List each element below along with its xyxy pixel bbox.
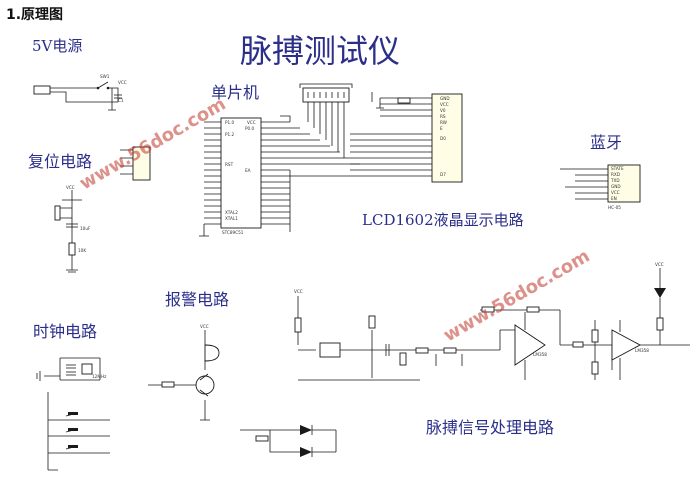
mcu-pin-l1: P1.0 (225, 120, 235, 125)
mcu-chip-name: STC89C51 (222, 230, 244, 235)
lcd-pin-v0: V0 (440, 108, 446, 113)
led-circuit (240, 425, 337, 457)
watermark-1: www.56doc.com (76, 94, 230, 195)
bt-pin-vcc: VCC (611, 190, 620, 195)
bt-pin-rxd: RXD (611, 172, 620, 177)
lcd-pin-d7: D7 (440, 172, 446, 177)
power-cap-label: C1 (118, 98, 124, 103)
power-switch-label: SW1 (100, 74, 110, 79)
alarm-vcc-label: VCC (200, 324, 209, 329)
section-bluetooth-label: 蓝牙 (590, 133, 622, 152)
signal-resistor-6 (572, 341, 584, 348)
clock-circuit: 12MHz (36, 357, 110, 471)
lcd-pin-gnd: GND (440, 96, 450, 101)
crystal-label: 12MHz (92, 374, 107, 379)
bt-pin-gnd: GND (611, 184, 621, 189)
power-circuit: SW1 VCC C1 (33, 74, 127, 111)
lcd-pin-rw: RW (440, 120, 447, 125)
lcd-pin-rs: RS (440, 114, 446, 119)
bt-pin-txd: TXD (610, 178, 620, 183)
bluetooth-module (607, 164, 641, 203)
sensor-vcc-label: VCC (294, 289, 303, 294)
signal-resistor-8 (591, 361, 599, 375)
bt-pin-en: EN (611, 196, 617, 201)
led-1 (300, 425, 312, 435)
alarm-circuit: VCC (148, 324, 220, 421)
photoelectric-sensor (319, 342, 341, 358)
feedback-resistor-1 (481, 306, 495, 313)
buzzer (204, 344, 220, 362)
bluetooth-circuit: STATE RXD TXD GND VCC EN HC-05 (560, 164, 641, 210)
mcu-pin-rst: RST (225, 162, 234, 167)
opamp-1 (514, 324, 546, 366)
opamp-2 (611, 329, 641, 361)
reset-cap-label: 10uF (80, 226, 91, 231)
mcu-pin-ea: EA (245, 168, 251, 173)
section-reset-label: 复位电路 (28, 152, 92, 171)
section-lcd-label: LCD1602液晶显示电路 (362, 211, 524, 229)
feedback-resistor-2 (526, 306, 540, 313)
section-alarm-label: 报警电路 (165, 290, 229, 309)
signal-circuit: LM358 LM358 VCC VCC (294, 262, 690, 381)
reset-circuit: VCC 10uF 10K (54, 185, 91, 273)
mcu-pin-vcc: VCC (247, 120, 256, 125)
usb-jack (33, 85, 51, 95)
signal-resistor-7 (591, 329, 599, 343)
signal-resistor-1 (294, 317, 302, 333)
mcu-pin-r2: P0.0 (245, 126, 255, 131)
mcu-pin-xtal1: XTAL1 (225, 216, 238, 221)
signal-resistor-2 (368, 315, 376, 329)
mcu-chip: P1.0 P1.2 RST XTAL2 XTAL1 VCC P0.0 EA ST… (199, 117, 360, 237)
led-2 (300, 447, 312, 457)
mcu-pin-xtal2: XTAL2 (225, 210, 238, 215)
signal-resistor-3 (399, 352, 407, 366)
reset-res-label: 10K (78, 248, 86, 253)
bt-pin-state: STATE (611, 166, 624, 171)
power-vcc-label: VCC (118, 80, 127, 85)
lcd-pin-d0: D0 (440, 136, 446, 141)
signal-resistor-5 (443, 347, 457, 354)
lcd-pin-e: E (440, 126, 443, 131)
section-mcu-label: 单片机 (211, 83, 259, 102)
bt-module-name: HC-05 (608, 205, 621, 210)
opamp-2-label: LM358 (635, 348, 649, 353)
led-series-resistor (656, 317, 664, 331)
mcu-pin-l3: P1.2 (225, 132, 235, 137)
main-title: 脉搏测试仪 (240, 32, 400, 70)
section-signal-label: 脉搏信号处理电路 (426, 418, 554, 437)
lcd1602-module (431, 93, 463, 183)
reset-resistor (68, 242, 76, 256)
alarm-transistor (195, 375, 215, 395)
lcd-circuit: GND VCC V0 RS RW E D0 D7 (280, 83, 463, 183)
crystal-oscillator (81, 363, 93, 375)
signal-resistor-4 (415, 347, 429, 354)
lcd-pot (397, 97, 411, 104)
reset-button (54, 205, 61, 221)
header-connector (132, 146, 151, 181)
signal-vcc-label: VCC (655, 262, 664, 267)
pulse-indicator-led (654, 288, 666, 298)
section-power-label: 5V电源 (32, 37, 82, 55)
lcd-pin-vcc: VCC (440, 102, 449, 107)
opamp-1-label: LM358 (533, 352, 547, 357)
heading: 1.原理图 (6, 7, 63, 23)
section-clock-label: 时钟电路 (33, 322, 97, 341)
led-resistor (255, 435, 269, 442)
reset-vcc-label: VCC (66, 185, 75, 190)
alarm-resistor (161, 381, 175, 388)
